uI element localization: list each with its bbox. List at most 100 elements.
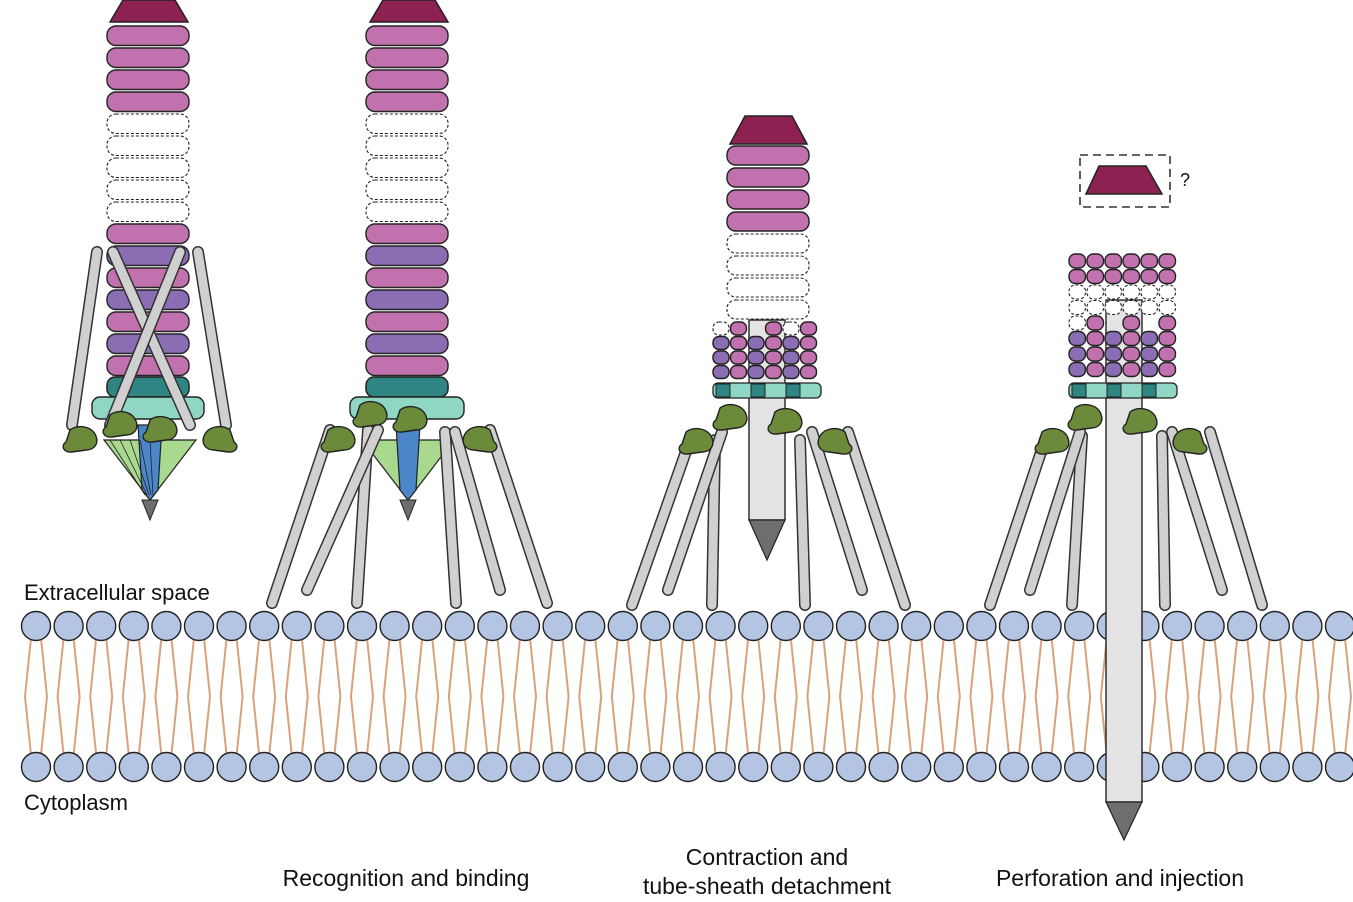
tail-fiber [440,427,461,608]
lipid-tail [1164,637,1173,756]
lipid-tail [1148,637,1157,756]
sheath-segment [365,245,449,267]
cap-icon [728,115,809,145]
lipid-head-inner [933,751,964,783]
contracted-subunit [782,350,800,365]
lipid-head-outer [281,610,312,642]
baseplate-hub-unit [715,383,731,398]
lipid-tail [1278,637,1287,756]
lipid-head-inner [705,751,736,783]
lipid-tail [789,637,798,756]
lipid-tail [1181,637,1190,756]
sheath-segment [106,179,190,201]
lipid-head-outer [575,610,606,642]
contracted-subunit [1140,268,1159,285]
lipid-head-outer [1259,610,1291,642]
lipid-tail [675,637,684,756]
spike-tip [399,499,417,522]
lipid-head-inner [151,751,182,783]
sheath-segment [726,189,810,210]
detached-cap-box [1079,154,1171,208]
sheath-segment [726,255,810,276]
lipid-head-outer [835,610,867,642]
contracted-subunit [1068,346,1087,362]
contracted-subunit [1104,284,1123,300]
lipid-tail [1034,637,1043,756]
contracted-subunit [1158,284,1177,300]
tail-fiber [985,435,1050,610]
lipid-head-inner [412,751,443,783]
spike-tip [748,519,786,562]
lipid-tail [594,637,603,756]
lipid-tail [72,637,81,756]
lipid-head-outer [901,610,932,642]
sheath-segment [726,145,810,166]
lipid-tail [643,637,652,756]
tail-fiber [1205,427,1267,610]
contracted-subunit [1068,330,1087,347]
lipid-tail [447,637,456,756]
contracted-subunit [1122,268,1141,285]
sheath-segment [365,179,449,201]
baseplate-arm [817,427,853,455]
needle-edge [109,439,146,496]
lipid-tail [855,637,864,756]
lipid-head-inner [1161,751,1193,783]
contracted-subunit [1068,299,1087,316]
contracted-subunit [1068,361,1087,378]
lipid-tail [1295,637,1304,756]
contracted-subunit [1122,299,1141,316]
contracted-subunit [1140,299,1159,316]
lipid-head-inner [1194,751,1225,783]
lipid-tail [1246,637,1255,756]
sheath-segment [365,25,449,47]
lipid-head-outer [53,610,84,642]
sheath-segment [106,245,190,267]
tail-fiber [627,435,695,610]
lipid-head-outer [1194,610,1225,642]
contracted-subunit [1158,253,1177,269]
lipid-tail [1197,637,1206,756]
lipid-tail [121,637,130,756]
lipid-head-inner [118,751,150,783]
lipid-tail [1067,637,1076,756]
tail-fiber [843,427,910,610]
lipid-tail [1230,637,1239,756]
baseplate-hub-unit [1071,383,1087,398]
lipid-head-inner [216,751,247,783]
lipid-tail [985,637,994,756]
needle-edge [139,439,152,496]
tail-fiber [795,435,810,610]
lipid-head-outer [998,610,1030,642]
lipid-head-outer [933,610,964,642]
lipid-head-outer [1063,610,1095,642]
tail-fiber [1157,431,1170,610]
contracted-subunit [1158,299,1177,316]
contracted-subunit [1140,346,1159,362]
lipid-tail [1327,637,1336,756]
contracted-subunit [1122,253,1141,269]
baseplate-arm [1067,403,1103,431]
contracted-subunit [1086,253,1105,269]
contracted-subunit [799,321,818,336]
lipid-tail [1018,637,1027,756]
stage-label-contraction-2: tube-sheath detachment [643,873,892,899]
lipid-head-outer [705,610,736,642]
tail-fiber [1025,427,1085,595]
lipid-head-inner [1292,751,1323,783]
needle-edge [119,439,148,496]
lipid-head-inner [1259,751,1291,783]
lipid-tail [252,637,261,756]
lipid-head-outer [183,610,215,642]
lipid-tail [496,637,505,756]
lipid-head-inner [1031,751,1062,783]
lipid-head-outer [966,610,997,642]
sheath-segment [726,277,810,298]
lipid-tail [952,637,961,756]
contracted-subunit [712,364,730,380]
lipid-head-outer [118,610,150,642]
contracted-subunit [1086,315,1105,331]
lipid-head-outer [216,610,247,642]
sheath-segment [365,69,449,91]
baseplate-hub [365,376,449,398]
